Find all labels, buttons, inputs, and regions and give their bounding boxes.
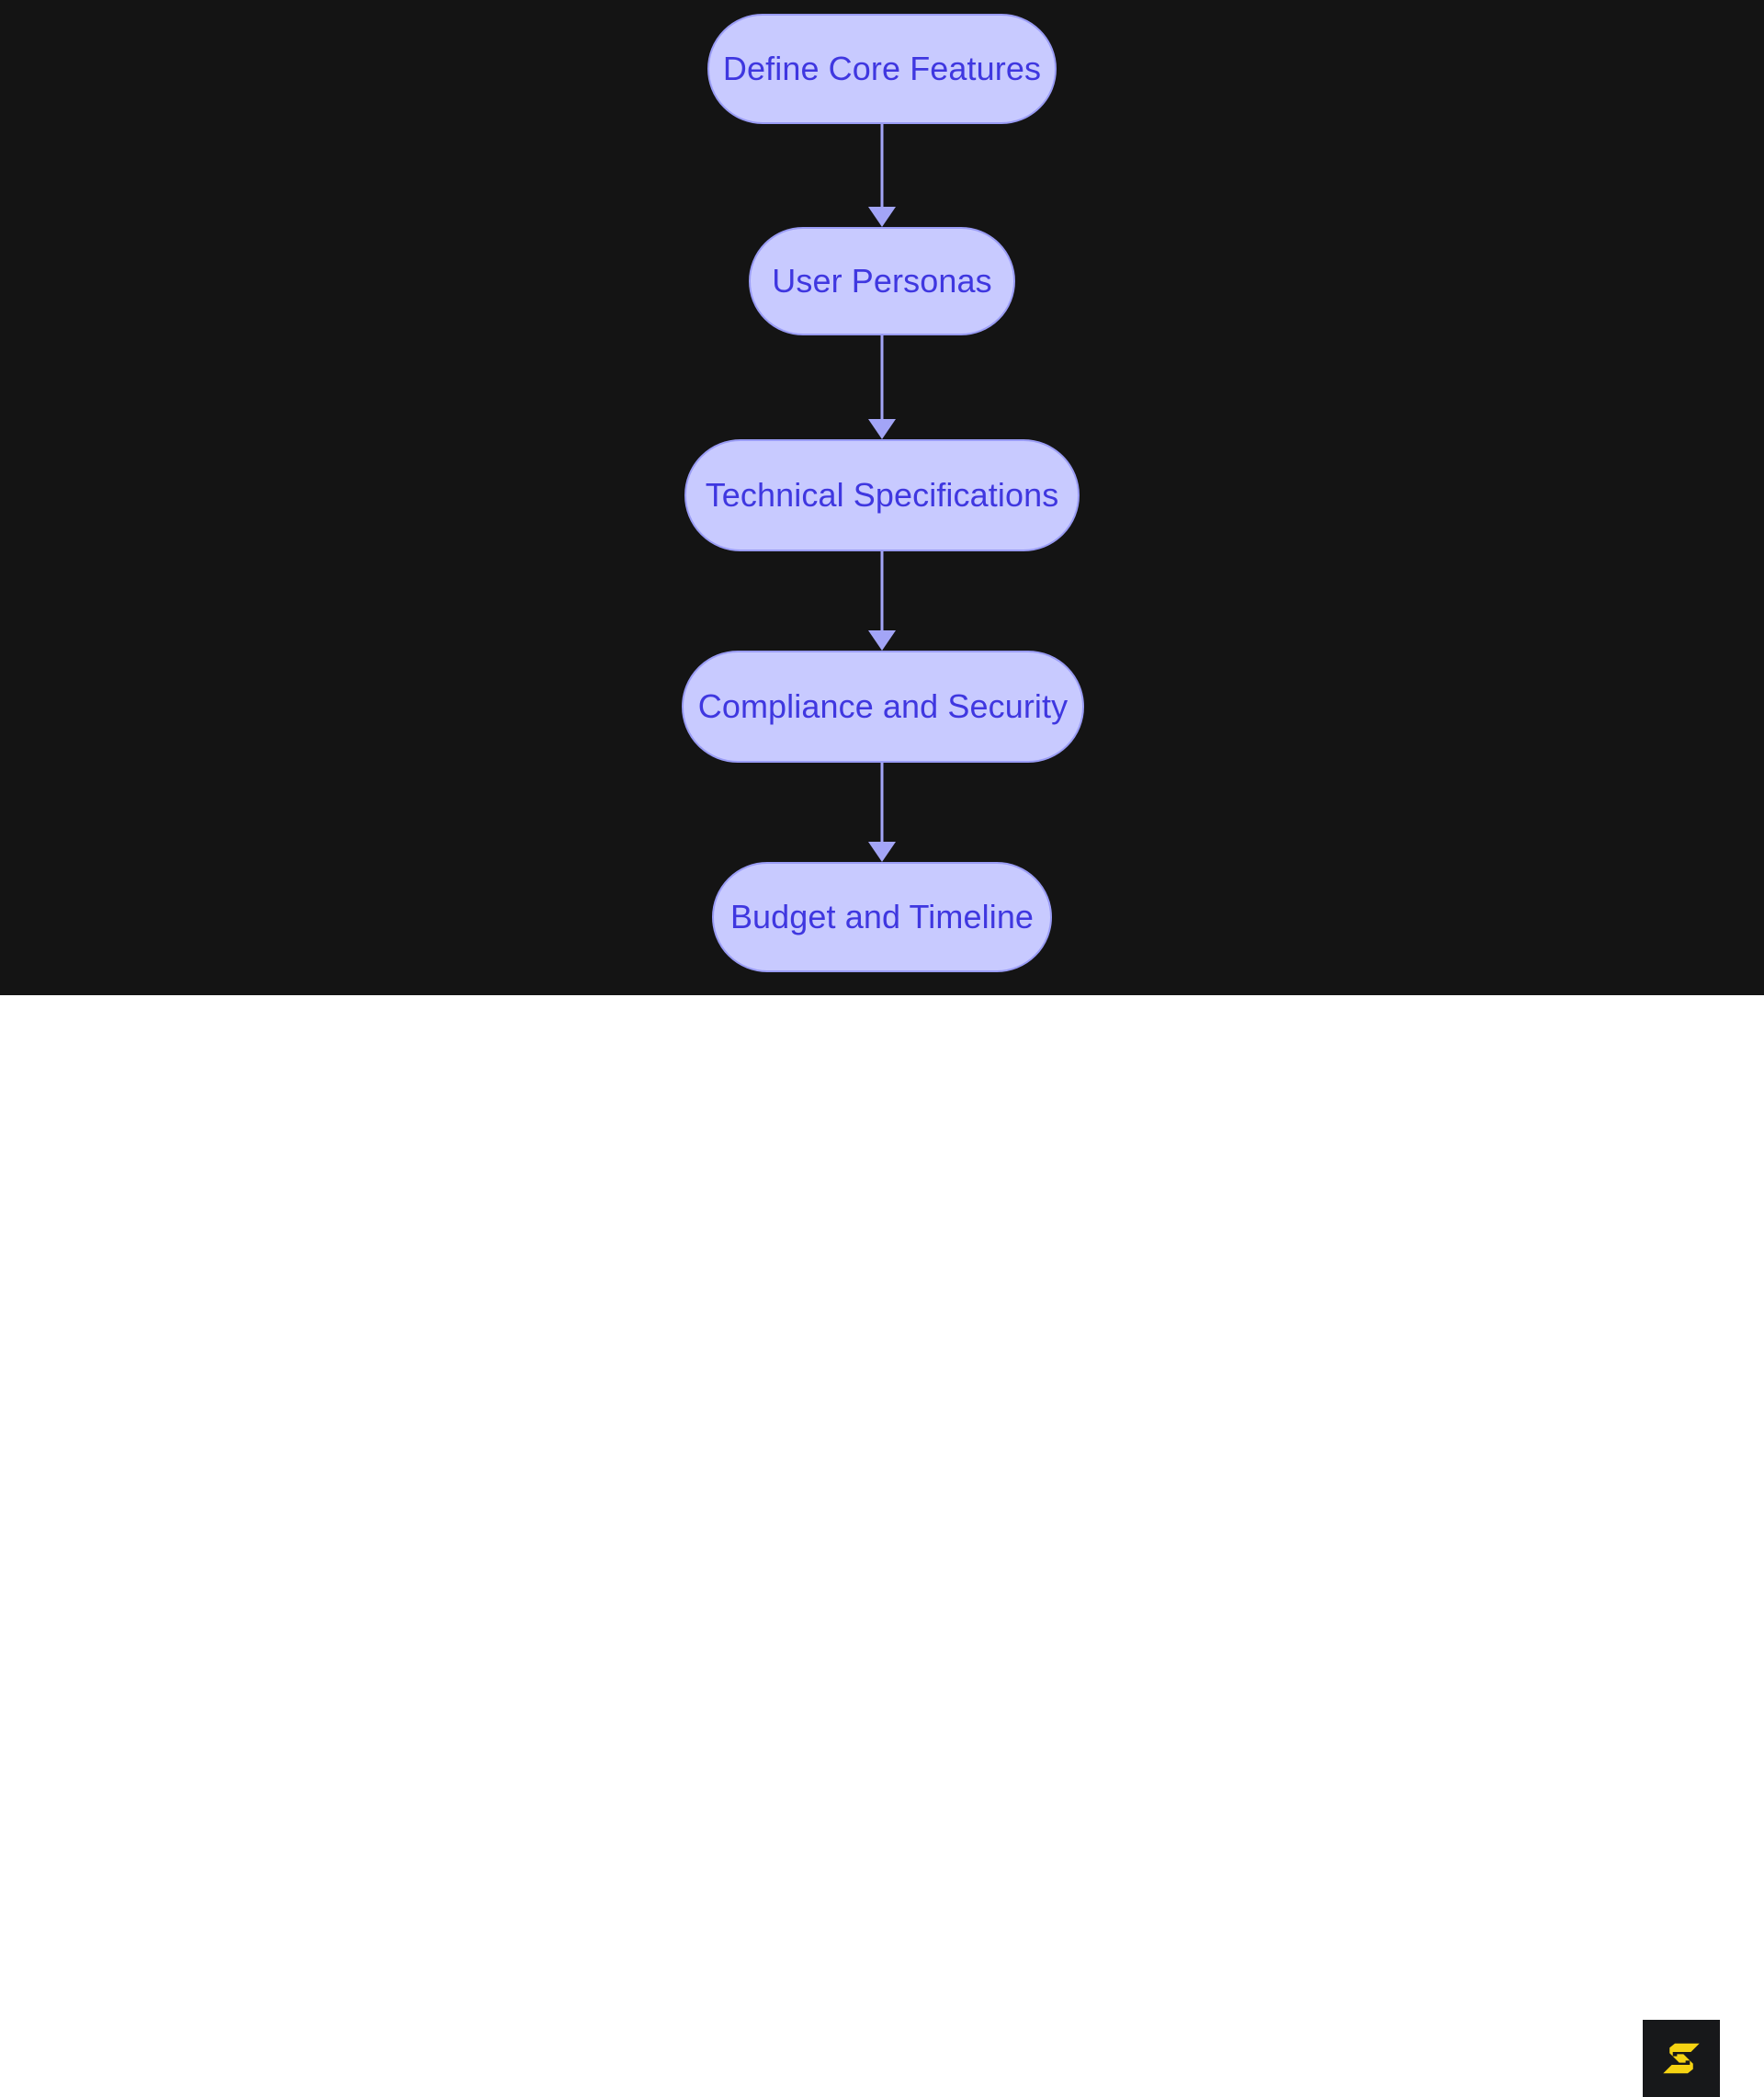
arrowhead-icon bbox=[868, 842, 896, 862]
arrowhead-icon bbox=[868, 419, 896, 439]
flow-node-budget-and-timeline[interactable]: Budget and Timeline bbox=[712, 862, 1052, 972]
flow-node-technical-specifications[interactable]: Technical Specifications bbox=[684, 439, 1080, 551]
s-logo[interactable] bbox=[1643, 2020, 1720, 2097]
flow-node-label: Technical Specifications bbox=[705, 476, 1059, 514]
flow-node-user-personas[interactable]: User Personas bbox=[749, 227, 1015, 335]
flow-edge-n1-n2 bbox=[864, 124, 900, 227]
footer-bar bbox=[0, 995, 1764, 2097]
flow-node-label: Compliance and Security bbox=[697, 687, 1069, 725]
flow-edge-n4-n5 bbox=[864, 763, 900, 862]
flow-edge-n3-n4 bbox=[864, 551, 900, 651]
flow-node-label: Define Core Features bbox=[722, 50, 1042, 87]
flow-node-define-core-features[interactable]: Define Core Features bbox=[707, 14, 1057, 124]
edge-line bbox=[880, 763, 884, 842]
flow-node-label: User Personas bbox=[772, 262, 992, 300]
arrowhead-icon bbox=[868, 207, 896, 227]
edge-line bbox=[880, 551, 884, 630]
flowchart: Define Core Features User Personas Techn… bbox=[0, 0, 1764, 995]
flow-node-compliance-and-security[interactable]: Compliance and Security bbox=[682, 651, 1084, 763]
arrowhead-icon bbox=[868, 630, 896, 651]
flow-edge-n2-n3 bbox=[864, 335, 900, 439]
flow-node-label: Budget and Timeline bbox=[729, 898, 1035, 935]
edge-line bbox=[880, 335, 884, 419]
edge-line bbox=[880, 124, 884, 207]
diagram-canvas: Define Core Features User Personas Techn… bbox=[0, 0, 1764, 995]
